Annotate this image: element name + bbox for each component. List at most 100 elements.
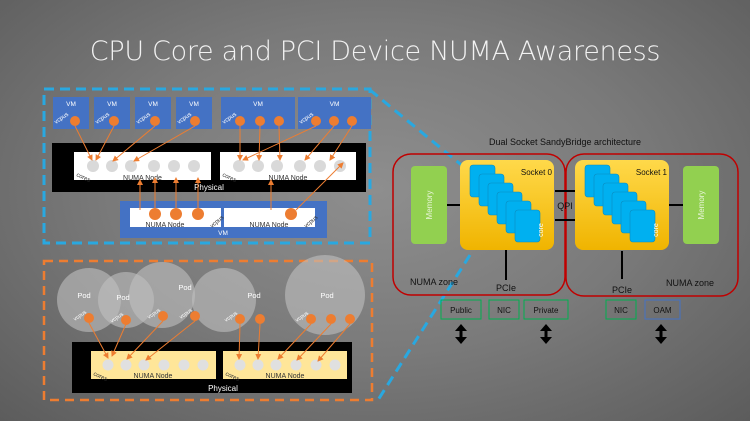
cores-label: cores (221, 172, 237, 184)
numa-zone-1 (565, 153, 739, 297)
vcpu-dot (274, 116, 284, 126)
mapping-arrow (256, 125, 263, 161)
core-dot (234, 359, 246, 371)
vcpu-dot (255, 314, 265, 324)
bidirectional-arrow-icon (655, 324, 667, 344)
pod (192, 268, 256, 332)
core-box (514, 209, 541, 243)
mapping-arrow (329, 125, 353, 161)
vm-section: VMvcpusVMvcpusVMvcpusVMvcpusVMvcpusVMvcp… (42, 87, 372, 245)
numa-node-label: NUMA Node (123, 175, 162, 182)
slide-title: CPU Core and PCI Device NUMA Awareness (89, 36, 661, 67)
vcpu-dot (311, 116, 321, 126)
memory-box (411, 166, 447, 244)
cores-label: cores (75, 172, 91, 184)
core-dot (314, 160, 326, 172)
core-dot (87, 160, 99, 172)
pcie-label: PCIe (496, 283, 516, 293)
vcpu-dot (70, 116, 80, 126)
device-label: OAM (653, 306, 672, 315)
vm-label: VM (253, 101, 263, 108)
mapping-arrow (74, 125, 93, 161)
pod-dashed-frame (42, 259, 374, 402)
qpi-label: QPI (557, 201, 573, 211)
memory-label: Memory (697, 191, 706, 220)
core-dot (197, 359, 209, 371)
device-label: Private (534, 306, 559, 315)
mapping-arrow (236, 323, 243, 360)
pci-device: NIC (488, 299, 520, 320)
device-box (440, 299, 482, 320)
pod-circle (129, 262, 195, 328)
arrow-head (455, 324, 467, 344)
memory-block: Memory (411, 166, 447, 244)
core-dot (290, 359, 302, 371)
mapping-arrow (133, 125, 196, 162)
mapping-arrow (126, 320, 164, 360)
vcpu-dot (192, 208, 204, 220)
pci-device: OAM (644, 299, 681, 320)
mapping-arrow (88, 322, 109, 359)
vm-dashed-frame (42, 87, 372, 245)
pod-label: Pod (77, 291, 90, 300)
arrow-head (655, 324, 667, 344)
arrow-shaft (544, 329, 548, 339)
numa-node-label: NUMA Node (146, 222, 185, 229)
mapping-arrow (112, 125, 156, 162)
vm-label: VM (148, 101, 158, 108)
core-dot (310, 359, 322, 371)
vm-label: VM (330, 101, 340, 108)
pod-label: Pod (247, 291, 260, 300)
memory-box (683, 166, 719, 244)
core-dot (188, 160, 200, 172)
vm-label: VM (107, 101, 117, 108)
numa-node-label: NUMA Node (266, 373, 305, 380)
core-dot (158, 359, 170, 371)
socket-label: Socket 0 (521, 168, 553, 177)
device-label: NIC (497, 306, 511, 315)
physical-label: Physical (194, 183, 224, 192)
callout-line (376, 254, 472, 401)
pod-circle (192, 268, 256, 332)
mapping-arrow (317, 323, 351, 362)
core-dot (120, 359, 132, 371)
arrow-head (540, 324, 552, 344)
pod-label: Pod (178, 283, 191, 292)
mapping-arrow (95, 125, 115, 161)
bidirectional-arrow-icon (540, 324, 552, 344)
vcpu-dot (235, 314, 245, 324)
core-dot (138, 359, 150, 371)
memory-block: Memory (683, 166, 719, 244)
mapping-arrow (111, 323, 127, 357)
numa-node: cores NUMA Node (74, 152, 211, 184)
device-box (523, 299, 569, 320)
mapping-arrow (295, 162, 344, 211)
pci-device: Private (523, 299, 569, 320)
numa-zone-label: NUMA zone (410, 277, 458, 287)
numa-zone-0 (392, 153, 566, 296)
vcpu-dot (158, 311, 168, 321)
core-dot (106, 160, 118, 172)
vcpu-dot (329, 116, 339, 126)
device-box (644, 299, 681, 320)
physical-label: Physical (208, 384, 238, 393)
mapping-arrow (255, 323, 262, 360)
callout-line (369, 88, 471, 174)
core-box (629, 209, 656, 243)
device-label: Public (450, 306, 472, 315)
vcpu-dot (345, 314, 355, 324)
vcpu-dot (235, 116, 245, 126)
vcpu-dot (347, 116, 357, 126)
vcpu-dot (255, 116, 265, 126)
